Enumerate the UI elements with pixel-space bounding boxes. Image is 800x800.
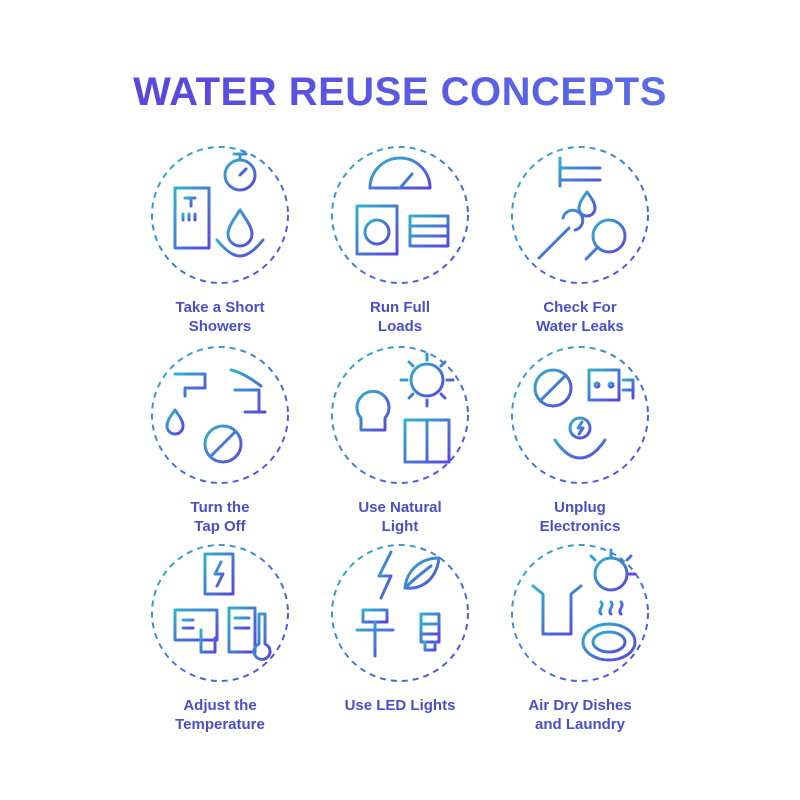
concept-label: Use LED Lights xyxy=(344,697,456,714)
concept-label: Use Natural Light xyxy=(358,499,442,535)
concept-card-short-showers: Take a Short Showers xyxy=(130,140,310,336)
concept-card-full-loads: Run Full Loads xyxy=(310,140,490,336)
concept-label: Air Dry Dishes and Laundry xyxy=(528,697,632,733)
concept-card-temperature: Adjust the Temperature xyxy=(130,538,310,734)
concept-label: Run Full Loads xyxy=(370,299,430,335)
led-bulb-solar-icon xyxy=(325,538,475,688)
concept-card-unplug: Unplug Electronics xyxy=(490,340,670,536)
faucet-tap-off-icon xyxy=(145,340,295,490)
concept-label: Take a Short Showers xyxy=(175,299,265,335)
sun-window-bulb-icon xyxy=(325,340,475,490)
thermostat-temperature-icon xyxy=(145,538,295,688)
concept-card-led-lights: Use LED Lights xyxy=(310,538,490,715)
wrench-magnifier-leak-icon xyxy=(505,140,655,290)
air-dry-laundry-dishes-icon xyxy=(505,538,655,688)
unplug-socket-icon xyxy=(505,340,655,490)
page-title: WATER REUSE CONCEPTS xyxy=(133,70,667,114)
concept-card-tap-off: Turn the Tap Off xyxy=(130,340,310,536)
concept-label: Turn the Tap Off xyxy=(190,499,250,535)
concept-card-natural-light: Use Natural Light xyxy=(310,340,490,536)
concept-label: Adjust the Temperature xyxy=(175,697,265,733)
washing-machine-full-load-icon xyxy=(325,140,475,290)
shower-timer-water-icon xyxy=(145,140,295,290)
concept-card-air-dry: Air Dry Dishes and Laundry xyxy=(490,538,670,734)
concept-label: Check For Water Leaks xyxy=(536,299,624,335)
concept-card-water-leaks: Check For Water Leaks xyxy=(490,140,670,336)
concept-label: Unplug Electronics xyxy=(539,499,621,535)
